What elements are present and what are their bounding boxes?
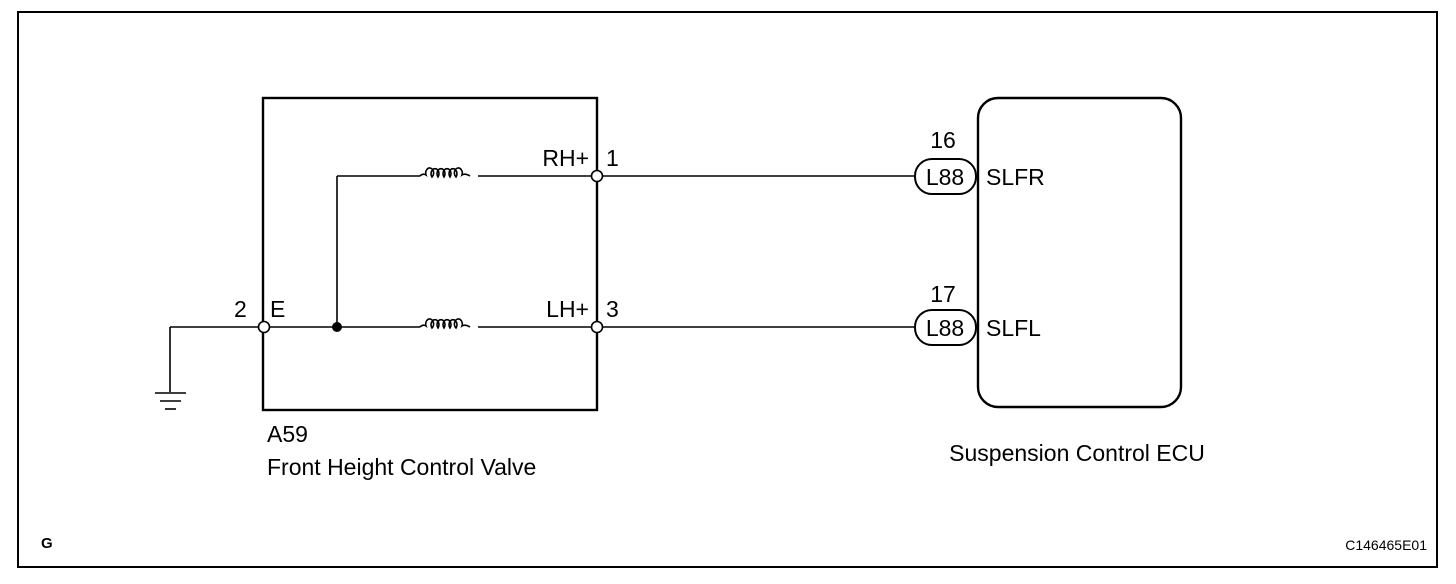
slfr-connector-pill [914,158,977,195]
valve-connector-code: A59 [267,421,308,447]
slfl-signal-label: SLFL [986,315,1041,341]
rh-solenoid-coil-icon [419,167,471,179]
figure-code: C146465E01 [1345,537,1427,553]
e-pin-number: 2 [234,296,247,322]
valve-internal-wiring [267,175,593,328]
rh-pin-number: 1 [606,145,619,171]
terminal-e [257,320,271,334]
rh-pin-label: RH+ [542,145,589,171]
lh-pin-label: LH+ [546,296,589,322]
lh-solenoid-coil-icon [419,318,471,330]
slfl-connector-code: L88 [926,315,964,341]
ecu-name: Suspension Control ECU [949,440,1205,466]
ground-icon [155,327,186,410]
terminal-lh [590,320,604,334]
valve-box [261,96,599,412]
slfr-connector-code: L88 [926,164,964,190]
e-pin-label: E [270,296,285,322]
junction-dot [332,322,342,332]
valve-name: Front Height Control Valve [267,454,536,480]
corner-letter: G [41,535,53,552]
terminal-rh [590,169,604,183]
slfl-connector-pill [914,309,977,346]
slfr-pin-number: 16 [930,127,956,153]
ecu-box [976,96,1183,409]
diagram-frame [17,11,1438,568]
lh-pin-number: 3 [606,296,619,322]
slfr-signal-label: SLFR [986,164,1045,190]
slfl-pin-number: 17 [930,281,956,307]
